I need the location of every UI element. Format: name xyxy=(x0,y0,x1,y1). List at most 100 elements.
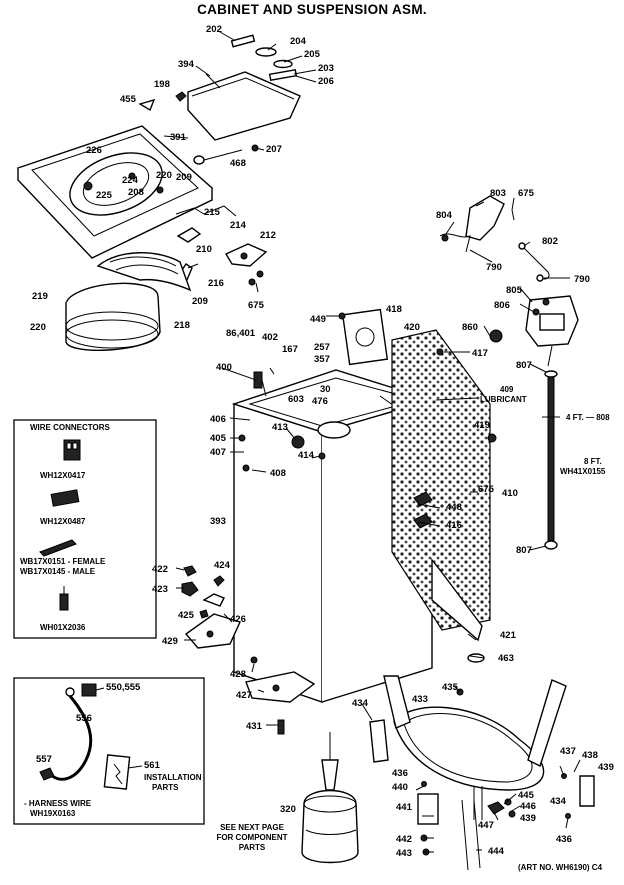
cabinet-icon xyxy=(231,367,435,703)
harness-callout: 557 xyxy=(36,754,52,765)
callout: 400 xyxy=(216,362,232,373)
wire-connectors-heading: WIRE CONNECTORS xyxy=(30,423,111,432)
callout: 357 xyxy=(314,354,330,365)
callout: 441 xyxy=(396,802,413,813)
callout: 418 xyxy=(386,304,402,315)
callout: 220 xyxy=(156,170,172,181)
callout: 426 xyxy=(230,614,246,625)
callout: 434 xyxy=(550,796,567,807)
top-lid-icon xyxy=(187,71,301,141)
callout: 405 xyxy=(210,433,227,444)
callout: 225 xyxy=(96,190,113,201)
callout: 429 xyxy=(162,636,178,647)
callout: 476 xyxy=(312,396,328,407)
callout: 448 xyxy=(446,502,462,513)
callout: 220 xyxy=(30,322,46,333)
suspension-base-icon xyxy=(369,675,595,871)
callout: 30 xyxy=(320,384,331,395)
callout: 219 xyxy=(32,291,48,302)
callout: 802 xyxy=(542,236,558,247)
harness-wire-icon xyxy=(39,683,131,790)
callout: 218 xyxy=(174,320,190,331)
hose-length-2a: 8 FT. xyxy=(584,457,602,466)
callout: 414 xyxy=(298,450,315,461)
installation-2: PARTS xyxy=(152,783,179,792)
see-next-2: FOR COMPONENT xyxy=(216,833,287,842)
callout: 416 xyxy=(446,520,462,531)
harness-callout: 550,555 xyxy=(106,682,141,693)
callout: 320 xyxy=(280,804,296,815)
notes: 409 LUBRICANT 4 FT. — 808 8 FT. WH41X015… xyxy=(216,385,610,872)
callout-numbers: 202 204 205 203 206 394 198 455 391 226 … xyxy=(30,24,614,859)
callout: 413 xyxy=(272,422,288,433)
callout: 214 xyxy=(230,220,247,231)
callout: 423 xyxy=(152,584,168,595)
harness-label-2: WH19X0163 xyxy=(30,809,76,818)
connector-icon xyxy=(63,439,81,461)
callout: 204 xyxy=(290,36,307,47)
callout: 806 xyxy=(494,300,510,311)
callout: 807 xyxy=(516,545,532,556)
callout: 212 xyxy=(260,230,276,241)
callout: 419 xyxy=(474,420,490,431)
callout: 425 xyxy=(178,610,195,621)
callout: 427 xyxy=(236,690,252,701)
callout: 434 xyxy=(352,698,369,709)
connector-5: WH01X2036 xyxy=(40,623,86,632)
callout: 215 xyxy=(204,207,221,218)
callout: 393 xyxy=(210,516,226,527)
callout: 207 xyxy=(266,144,282,155)
connector-1: WH12X0417 xyxy=(40,471,86,480)
terminal-icon xyxy=(39,539,77,557)
callout: 203 xyxy=(318,63,334,74)
callout: 443 xyxy=(396,848,412,859)
callout: 468 xyxy=(230,158,246,169)
callout: 447 xyxy=(478,820,494,831)
hose-length-2b: WH41X0155 xyxy=(560,467,606,476)
callout: 675 xyxy=(518,188,535,199)
callout: 440 xyxy=(392,782,408,793)
callout: 449 xyxy=(310,314,326,325)
leader-lines xyxy=(163,31,581,853)
lid-switch-parts-icon xyxy=(175,205,268,293)
callout: 444 xyxy=(488,846,505,857)
callout: 410 xyxy=(502,488,518,499)
see-next-3: PARTS xyxy=(239,843,266,852)
connector-4: WB17X0145 - MALE xyxy=(20,567,96,576)
callout: 439 xyxy=(598,762,614,773)
callout: 257 xyxy=(314,342,330,353)
callout: 455 xyxy=(120,94,137,105)
callout: 804 xyxy=(436,210,453,221)
shroud-panel-icon xyxy=(391,329,497,642)
harness-label-1: - HARNESS WIRE xyxy=(24,799,92,808)
callout: 216 xyxy=(208,278,224,289)
callout: 208 xyxy=(128,187,144,198)
connector-icon xyxy=(50,489,80,507)
callout: 436 xyxy=(392,768,408,779)
drive-motor-icon xyxy=(301,732,359,864)
callout: 805 xyxy=(506,285,523,296)
connector-2: WH12X0487 xyxy=(40,517,86,526)
art-number: (ART NO. WH6190) C4 xyxy=(518,863,603,872)
diagram-title: CABINET AND SUSPENSION ASM. xyxy=(197,2,427,17)
lubricant-label: LUBRICANT xyxy=(480,395,527,404)
splash-guard-icon xyxy=(338,308,503,366)
valve-icon xyxy=(439,195,579,367)
drain-hose-icon xyxy=(542,370,560,550)
callout: 860 xyxy=(462,322,478,333)
callout: 807 xyxy=(516,360,532,371)
callout: 675 xyxy=(248,300,265,311)
callout: 402 xyxy=(262,332,278,343)
lubricant-number: 409 xyxy=(500,385,514,394)
callout: 435 xyxy=(442,682,459,693)
callout: 394 xyxy=(178,59,195,70)
callout: 445 xyxy=(518,790,535,801)
callout: 210 xyxy=(196,244,212,255)
callout: 422 xyxy=(152,564,168,575)
callout: 86,401 xyxy=(226,328,256,339)
callout: 407 xyxy=(210,447,226,458)
callout: 202 xyxy=(206,24,222,35)
cabinet-top-icon xyxy=(16,125,214,259)
